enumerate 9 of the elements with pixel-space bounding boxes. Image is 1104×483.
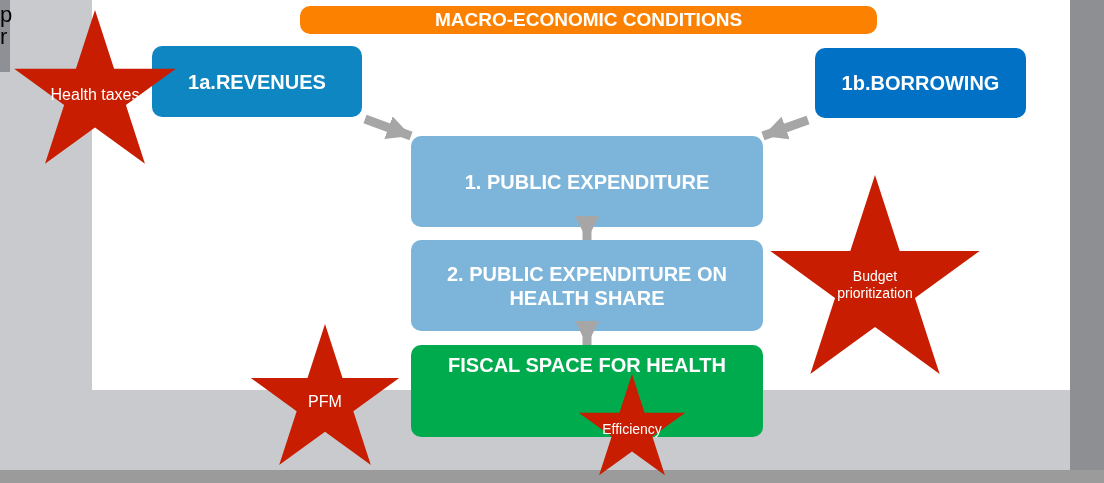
process-box: 1. PUBLIC EXPENDITURE [411,136,763,227]
arrow [761,115,810,141]
process-box: MACRO-ECONOMIC CONDITIONS [300,6,877,34]
process-box: 2. PUBLIC EXPENDITURE ON HEALTH SHARE [411,240,763,331]
process-box: 1b.BORROWING [815,48,1026,118]
arrow [575,216,599,240]
arrow [363,114,413,141]
arrow [575,321,599,345]
process-box: 1a.REVENUES [152,46,362,117]
